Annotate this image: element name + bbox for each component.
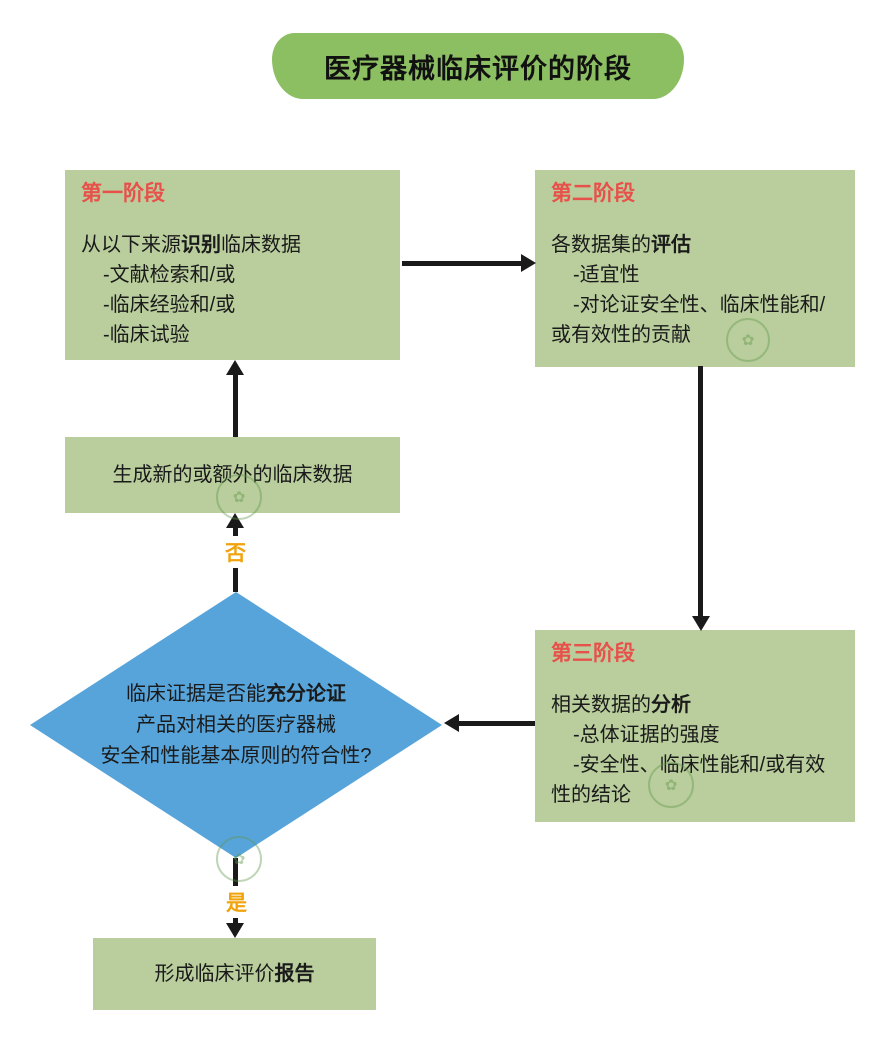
decision-diamond: 临床证据是否能充分论证 产品对相关的医疗器械 安全和性能基本原则的符合性? bbox=[30, 592, 442, 858]
stage1-intro: 从以下来源识别临床数据 bbox=[81, 230, 384, 260]
decision-line1-pre: 临床证据是否能 bbox=[126, 682, 266, 705]
watermark-icon: ✿ bbox=[726, 318, 770, 362]
stage3-item: -安全性、临床性能和/或有效性的结论 bbox=[551, 753, 826, 806]
stage1-item: -文献检索和/或 bbox=[103, 263, 236, 286]
decision-line1-bold: 充分论证 bbox=[266, 682, 346, 705]
report-text-bold: 报告 bbox=[274, 963, 315, 985]
page-title: 医疗器械临床评价的阶段 bbox=[324, 53, 632, 84]
stage1-box: 第一阶段 从以下来源识别临床数据 -文献检索和/或 -临床经验和/或 -临床试验 bbox=[65, 170, 400, 360]
arrow-generate-to-stage1-shaft bbox=[233, 374, 238, 437]
report-box: 形成临床评价报告 bbox=[93, 938, 376, 1010]
no-label: 否 bbox=[221, 536, 250, 568]
stage2-item: -适宜性 bbox=[573, 263, 640, 286]
stage2-intro: 各数据集的评估 bbox=[551, 230, 839, 260]
yes-label: 是 bbox=[222, 886, 251, 918]
arrow-decision-to-report-head bbox=[226, 923, 244, 938]
stage1-intro-bold: 识别 bbox=[181, 233, 221, 256]
stage2-header: 第二阶段 bbox=[551, 182, 635, 205]
arrow-stage2-to-stage3-shaft bbox=[698, 366, 703, 617]
stage3-box: 第三阶段 相关数据的分析 -总体证据的强度 -安全性、临床性能和/或有效性的结论 bbox=[535, 630, 855, 822]
arrow-stage2-to-stage3-head bbox=[692, 616, 710, 631]
stage1-intro-post: 临床数据 bbox=[221, 233, 301, 256]
decision-line3: 安全和性能基本原则的符合性? bbox=[100, 744, 372, 767]
stage3-item: -总体证据的强度 bbox=[573, 723, 720, 746]
report-text-pre: 形成临床评价 bbox=[154, 963, 275, 985]
stage3-intro: 相关数据的分析 bbox=[551, 690, 839, 720]
arrow-stage1-to-stage2-shaft bbox=[402, 261, 523, 266]
stage1-item: -临床经验和/或 bbox=[103, 293, 236, 316]
watermark-icon: ✿ bbox=[216, 474, 262, 520]
title-banner: 医疗器械临床评价的阶段 bbox=[272, 33, 684, 99]
stage1-item: -临床试验 bbox=[103, 323, 190, 346]
decision-text: 临床证据是否能充分论证 产品对相关的医疗器械 安全和性能基本原则的符合性? bbox=[100, 679, 371, 772]
stage1-header: 第一阶段 bbox=[81, 182, 165, 205]
decision-line1: 临床证据是否能充分论证 bbox=[100, 679, 371, 710]
stage3-intro-bold: 分析 bbox=[651, 693, 691, 716]
watermark-icon: ✿ bbox=[216, 836, 262, 882]
decision-line2: 产品对相关的医疗器械 bbox=[136, 713, 336, 736]
stage3-intro-pre: 相关数据的 bbox=[551, 693, 651, 716]
stage2-intro-bold: 评估 bbox=[651, 233, 691, 256]
stage3-header: 第三阶段 bbox=[551, 642, 635, 665]
report-text: 形成临床评价报告 bbox=[155, 959, 315, 989]
stage2-item: -对论证安全性、临床性能和/或有效性的贡献 bbox=[551, 293, 826, 346]
arrow-stage1-to-stage2-head bbox=[521, 254, 536, 272]
stage2-intro-pre: 各数据集的 bbox=[551, 233, 651, 256]
arrow-stage3-to-decision-shaft bbox=[459, 721, 535, 726]
watermark-icon: ✿ bbox=[648, 762, 694, 808]
stage1-intro-pre: 从以下来源 bbox=[81, 233, 181, 256]
arrow-stage3-to-decision-head bbox=[444, 714, 459, 732]
stage2-box: 第二阶段 各数据集的评估 -适宜性 -对论证安全性、临床性能和/或有效性的贡献 bbox=[535, 170, 855, 367]
arrow-generate-to-stage1-head bbox=[226, 360, 244, 375]
